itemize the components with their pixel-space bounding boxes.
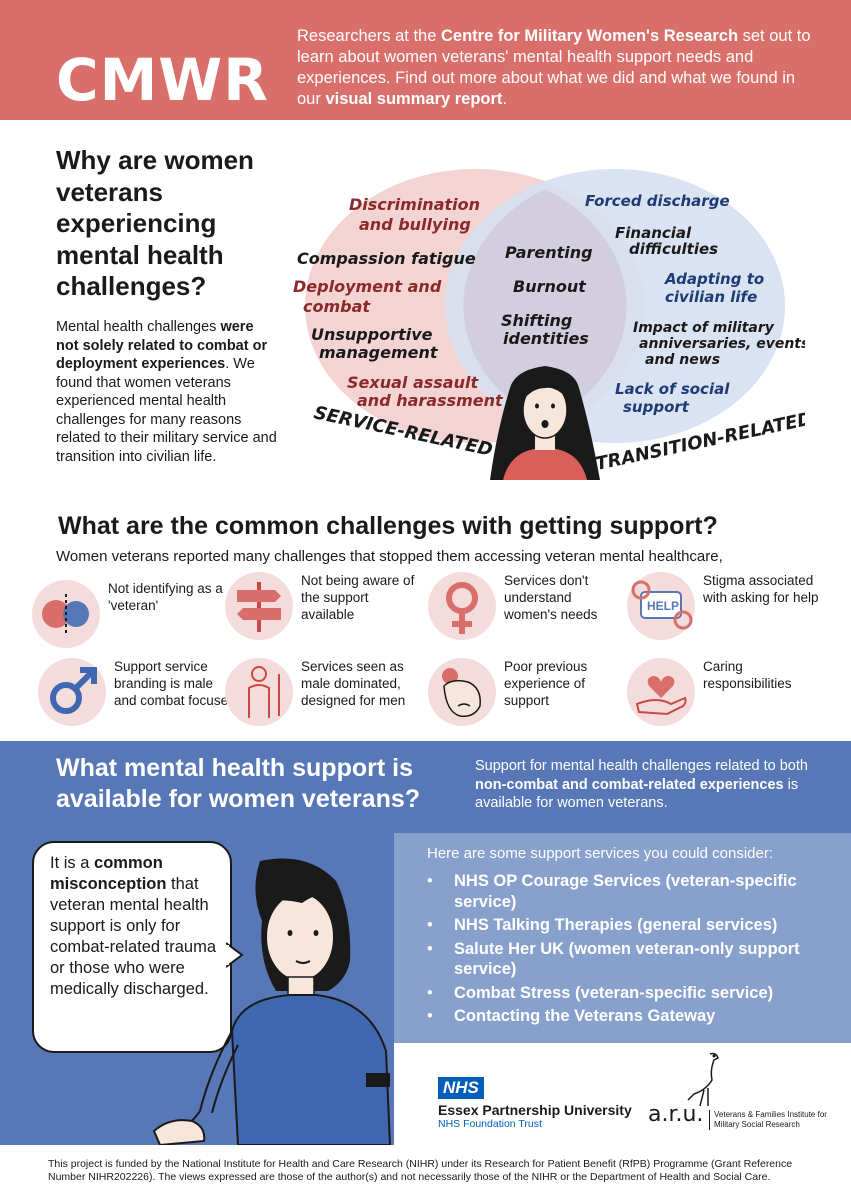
heron-icon xyxy=(687,1052,719,1106)
service-list-item: NHS OP Courage Services (veteran-specifi… xyxy=(427,871,837,912)
male-symbol-icon xyxy=(38,658,106,726)
shared-item: Burnout xyxy=(513,277,587,296)
service-item: and harassment xyxy=(357,391,504,410)
nhs-logo: NHS Essex Partnership University NHS Fou… xyxy=(438,1077,632,1130)
challenge-item: Support service branding is male and com… xyxy=(38,658,238,728)
challenges-heading: What are the common challenges with gett… xyxy=(58,512,718,540)
bubble-tail xyxy=(226,942,244,968)
challenge-item: HELP! Stigma associated with asking for … xyxy=(627,572,827,642)
shared-item: Shifting xyxy=(501,311,572,330)
overlap-region xyxy=(463,189,627,423)
transition-item: civilian life xyxy=(665,288,757,306)
transition-item: and news xyxy=(645,352,720,368)
challenge-label: Stigma associated with asking for help xyxy=(703,573,819,605)
identity-faces-icon xyxy=(32,580,100,648)
aru-wordmark: a.r.u. xyxy=(648,1102,704,1127)
challenge-item: Caring responsibilities xyxy=(627,658,827,728)
services-list: NHS OP Courage Services (veteran-specifi… xyxy=(427,871,837,1030)
challenge-item: Services don't understand women's needs xyxy=(428,572,628,642)
woman-gesturing-illustration xyxy=(152,858,392,1145)
challenge-label: Poor previous experience of support xyxy=(504,659,588,708)
challenge-label: Not identifying as a 'veteran' xyxy=(108,581,223,613)
help-sign-icon: HELP! xyxy=(627,572,695,640)
heart-hand-icon xyxy=(627,658,695,726)
service-item: management xyxy=(319,343,439,362)
challenge-item: Not being aware of the support available xyxy=(225,572,425,642)
challenge-label: Not being aware of the support available xyxy=(301,573,415,622)
service-list-item: Contacting the Veterans Gateway xyxy=(427,1006,837,1027)
service-item: combat xyxy=(303,297,371,316)
speech-bubble: It is a common misconception that vetera… xyxy=(32,841,232,1053)
shared-item: Parenting xyxy=(505,243,593,262)
shared-item: identities xyxy=(503,329,589,348)
why-heading: Why are women veterans experiencing ment… xyxy=(56,145,254,301)
service-list-item: Salute Her UK (women veteran-only suppor… xyxy=(427,939,837,980)
sad-face-icon xyxy=(428,658,496,726)
challenge-label: Support service branding is male and com… xyxy=(114,659,236,708)
female-symbol-icon xyxy=(428,572,496,640)
challenge-label: Caring responsibilities xyxy=(703,659,792,691)
support-heading: What mental health support is available … xyxy=(56,754,421,813)
visual-summary-report-link[interactable]: visual summary report xyxy=(325,90,503,108)
woman-illustration xyxy=(490,366,600,480)
why-body-text: Mental health challenges were not solely… xyxy=(56,319,277,465)
challenge-label: Services seen as male dominated, designe… xyxy=(301,659,406,708)
nhs-trust-sub: NHS Foundation Trust xyxy=(438,1118,542,1130)
aru-logo: a.r.u. Veterans & Families Institute for… xyxy=(648,1050,828,1140)
venn-diagram: Discrimination and bullying Compassion f… xyxy=(293,169,805,480)
man-figure-icon xyxy=(225,658,293,726)
transition-item: Financial xyxy=(615,224,692,242)
challenge-item: Poor previous experience of support xyxy=(428,658,628,728)
transition-item: support xyxy=(623,398,690,416)
service-item: and bullying xyxy=(359,215,471,234)
challenge-item: Not identifying as a 'veteran' xyxy=(32,580,232,650)
service-list-item: NHS Talking Therapies (general services) xyxy=(427,915,837,936)
nhs-trust-name: Essex Partnership University xyxy=(438,1102,632,1118)
nhs-badge: NHS xyxy=(438,1077,484,1099)
service-item: Deployment and xyxy=(293,277,442,296)
challenge-item: Services seen as male dominated, designe… xyxy=(225,658,425,728)
challenge-label: Services don't understand women's needs xyxy=(504,573,598,622)
svg-text:HELP!: HELP! xyxy=(647,599,683,613)
cmwr-logo: CMWR xyxy=(56,46,269,114)
service-item: Unsupportive xyxy=(311,325,433,344)
intro-text: Researchers at the Centre for Military W… xyxy=(297,27,811,108)
challenges-subtitle: Women veterans reported many challenges … xyxy=(56,548,723,565)
signpost-icon xyxy=(225,572,293,640)
support-note: Support for mental health challenges rel… xyxy=(475,758,808,811)
service-item: Sexual assault xyxy=(347,373,479,392)
aru-institute-name: Veterans & Families Institute for Milita… xyxy=(709,1110,829,1130)
support-section: What mental health support is available … xyxy=(0,741,851,1145)
funding-footer: This project is funded by the National I… xyxy=(48,1158,793,1183)
service-item: Compassion fatigue xyxy=(297,249,476,268)
transition-item: anniversaries, events xyxy=(639,336,805,352)
transition-item: difficulties xyxy=(629,240,718,258)
transition-item: Impact of military xyxy=(633,320,775,336)
transition-item: Lack of social xyxy=(615,380,730,398)
bubble-text: It is a common misconception that vetera… xyxy=(50,854,216,998)
service-list-item: Combat Stress (veteran-specific service) xyxy=(427,983,837,1004)
transition-item: Adapting to xyxy=(664,270,764,288)
service-item: Discrimination xyxy=(349,195,480,214)
transition-item: Forced discharge xyxy=(585,192,730,210)
services-intro: Here are some support services you could… xyxy=(427,845,773,862)
header-banner: CMWR Researchers at the Centre for Milit… xyxy=(0,0,851,120)
